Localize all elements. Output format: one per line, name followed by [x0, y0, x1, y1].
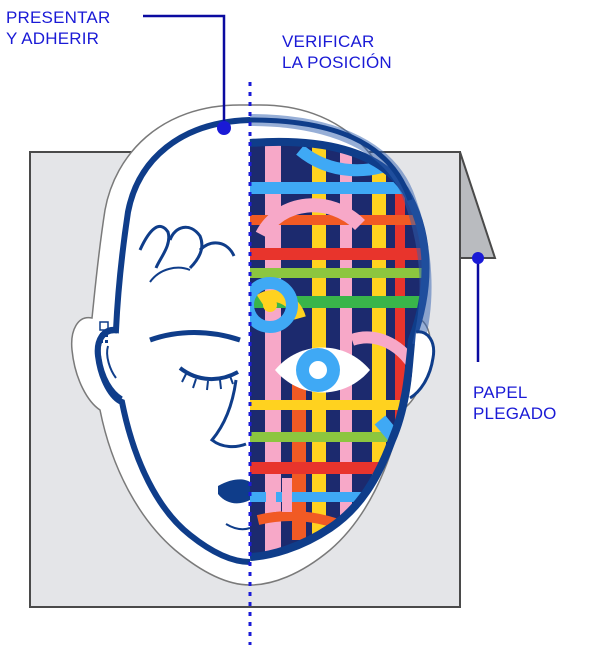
label-folded-paper: PAPEL PLEGADO: [473, 382, 557, 424]
callout-dot: [472, 252, 484, 264]
label-present-adhere: PRESENTAR Y ADHERIR: [6, 7, 110, 49]
callout-dot: [217, 121, 231, 135]
label-line: Y ADHERIR: [6, 28, 110, 49]
label-line: LA POSICIÓN: [282, 52, 392, 73]
label-verify-position: VERIFICAR LA POSICIÓN: [282, 31, 392, 73]
label-line: PLEGADO: [473, 403, 557, 424]
label-line: PRESENTAR: [6, 7, 110, 28]
label-line: VERIFICAR: [282, 31, 392, 52]
label-line: PAPEL: [473, 382, 557, 403]
folded-flap: [460, 152, 495, 258]
